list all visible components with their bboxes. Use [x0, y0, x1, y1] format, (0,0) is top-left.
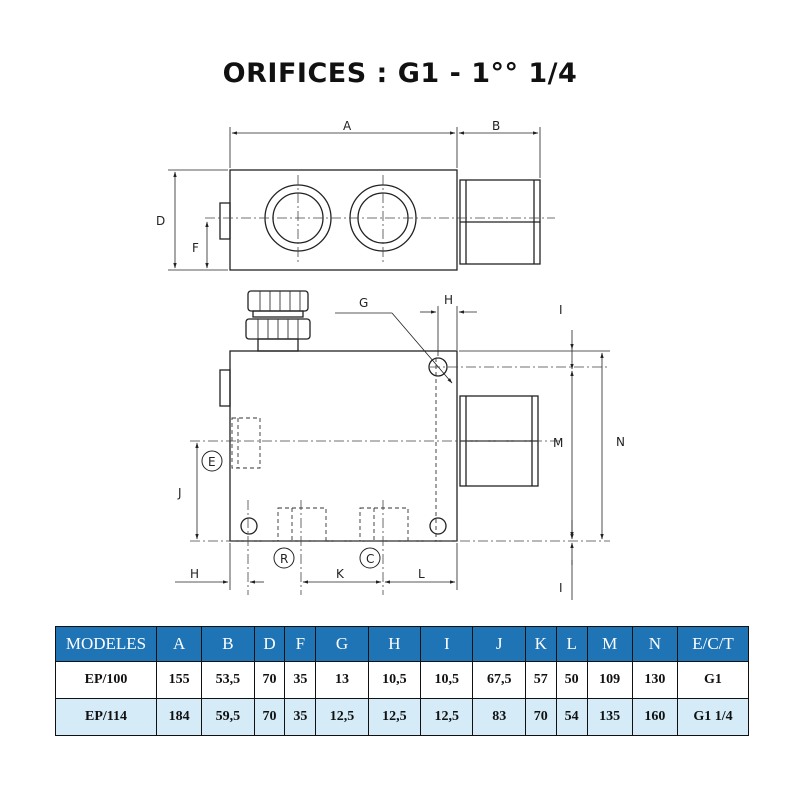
- dim-label-A: A: [343, 119, 352, 133]
- table-cell: 59,5: [201, 698, 255, 736]
- table-row: EP/114 184 59,5 70 35 12,5 12,5 12,5 83 …: [55, 698, 749, 736]
- table-header-cell: N: [631, 626, 679, 662]
- table-cell: 70: [253, 661, 286, 699]
- dim-label-F: F: [192, 241, 199, 255]
- table-cell: 53,5: [201, 661, 255, 699]
- table-cell: 12,5: [367, 698, 422, 736]
- dim-label-H-top: H: [444, 293, 453, 307]
- table-cell: 12,5: [315, 698, 369, 736]
- top-view: [219, 169, 541, 271]
- table-header-cell: K: [524, 626, 557, 662]
- table-header-cell: J: [472, 626, 526, 662]
- front-view: [219, 290, 539, 542]
- table-cell: G1 1/4: [677, 698, 749, 736]
- table-header-cell: MODELES: [55, 626, 157, 662]
- hole-bottom-right: [429, 517, 447, 535]
- table-header-row: MODELES A B D F G H I J K L M N E/C/T: [55, 626, 749, 662]
- dim-label-I-top: I: [559, 303, 563, 317]
- table-header-cell: H: [367, 626, 422, 662]
- dim-label-B: B: [492, 119, 500, 133]
- table-cell: G1: [677, 661, 749, 699]
- table-header-cell: B: [201, 626, 255, 662]
- table-cell: 57: [524, 661, 557, 699]
- table-cell: 10,5: [367, 661, 422, 699]
- technical-drawing: A B D F: [156, 119, 625, 600]
- table-cell: 10,5: [420, 661, 474, 699]
- dim-label-L: L: [418, 567, 425, 581]
- dim-label-J: J: [177, 486, 182, 500]
- table-header-cell: M: [586, 626, 633, 662]
- dim-label-H-bottom: H: [190, 567, 199, 581]
- hole-G: [428, 357, 448, 377]
- port-label-circle-C: [359, 547, 381, 569]
- dim-label-G: G: [359, 296, 368, 310]
- table-cell: 35: [284, 698, 317, 736]
- table-cell: 83: [472, 698, 526, 736]
- adjustment-knob: [247, 290, 309, 312]
- port-label-R: R: [280, 552, 288, 566]
- table-cell: 50: [555, 661, 588, 699]
- dim-label-M: M: [553, 436, 563, 450]
- dim-label-D: D: [156, 214, 165, 228]
- port-label-C: C: [366, 552, 374, 566]
- hole-bottom-left: [240, 517, 258, 535]
- table-header-cell: A: [155, 626, 203, 662]
- table-header-cell: L: [555, 626, 588, 662]
- front-view-side-plug: [219, 369, 231, 407]
- table-cell: 54: [555, 698, 588, 736]
- table-cell: 135: [586, 698, 633, 736]
- table-cell: 109: [586, 661, 633, 699]
- table-cell: 160: [631, 698, 679, 736]
- dimensions-table: MODELES A B D F G H I J K L M N E/C/T EP…: [55, 626, 749, 736]
- table-cell: 35: [284, 661, 317, 699]
- top-view-body: [229, 169, 458, 271]
- front-view-body: [229, 350, 458, 542]
- table-cell: 184: [155, 698, 203, 736]
- top-view-side-plug: [219, 202, 231, 240]
- page-title: ORIFICES : G1 - 1°° 1/4: [222, 58, 578, 89]
- table-cell: 155: [155, 661, 203, 699]
- table-header-cell: F: [284, 626, 317, 662]
- port-label-circle-R: [273, 547, 295, 569]
- port-label-E: E: [208, 455, 216, 469]
- table-cell: EP/100: [55, 661, 157, 699]
- table-header-cell: I: [420, 626, 474, 662]
- dim-label-K: K: [336, 567, 345, 581]
- table-cell: 12,5: [420, 698, 474, 736]
- dim-label-N: N: [616, 435, 625, 449]
- table-cell: 13: [315, 661, 369, 699]
- table-cell: EP/114: [55, 698, 157, 736]
- port-label-circle-E: [201, 450, 223, 472]
- table-header-cell: G: [315, 626, 369, 662]
- table-header-cell: D: [253, 626, 286, 662]
- table-cell: 70: [253, 698, 286, 736]
- table-cell: 67,5: [472, 661, 526, 699]
- dim-label-I-bottom: I: [559, 581, 563, 595]
- table-cell: 130: [631, 661, 679, 699]
- table-cell: 70: [524, 698, 557, 736]
- table-header-cell: E/C/T: [677, 626, 749, 662]
- table-row: EP/100 155 53,5 70 35 13 10,5 10,5 67,5 …: [55, 661, 749, 699]
